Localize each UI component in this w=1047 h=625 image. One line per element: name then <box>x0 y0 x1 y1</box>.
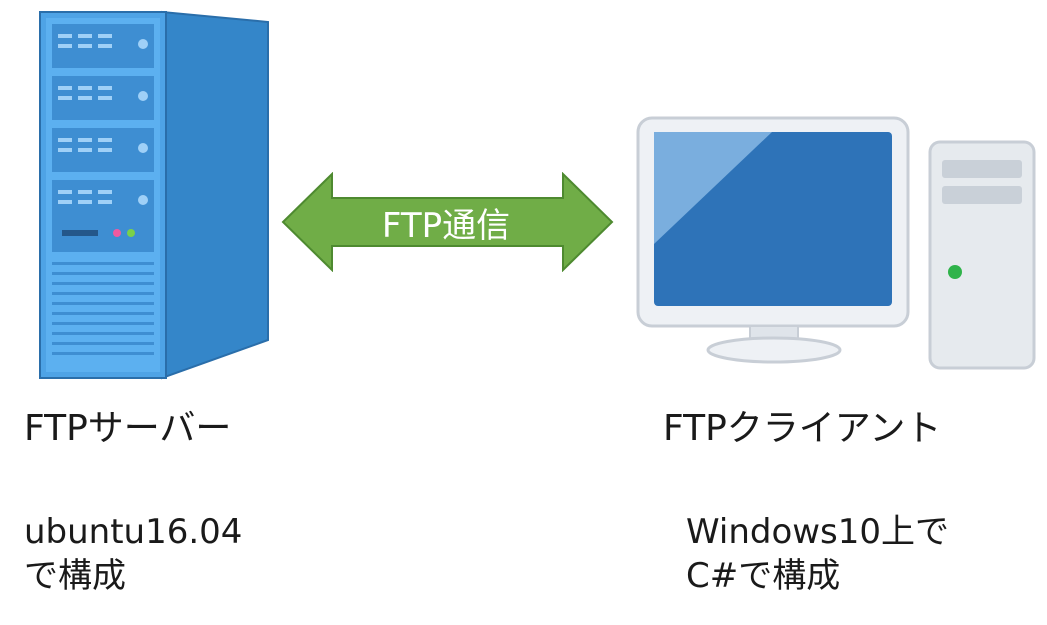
bidirectional-arrow-icon <box>281 172 614 272</box>
client-note-line-2: C#で構成 <box>686 556 841 596</box>
computer-icon <box>636 116 1036 370</box>
client-label: FTPクライアント <box>663 408 942 449</box>
server-note-line-2: で構成 <box>24 556 126 596</box>
arrow-label: FTP通信 <box>381 205 511 246</box>
server-note-line-1: ubuntu16.04 <box>24 512 243 552</box>
server-icon <box>39 10 269 380</box>
client-note-line-1: Windows10上で <box>686 512 950 552</box>
server-label: FTPサーバー <box>24 408 232 449</box>
